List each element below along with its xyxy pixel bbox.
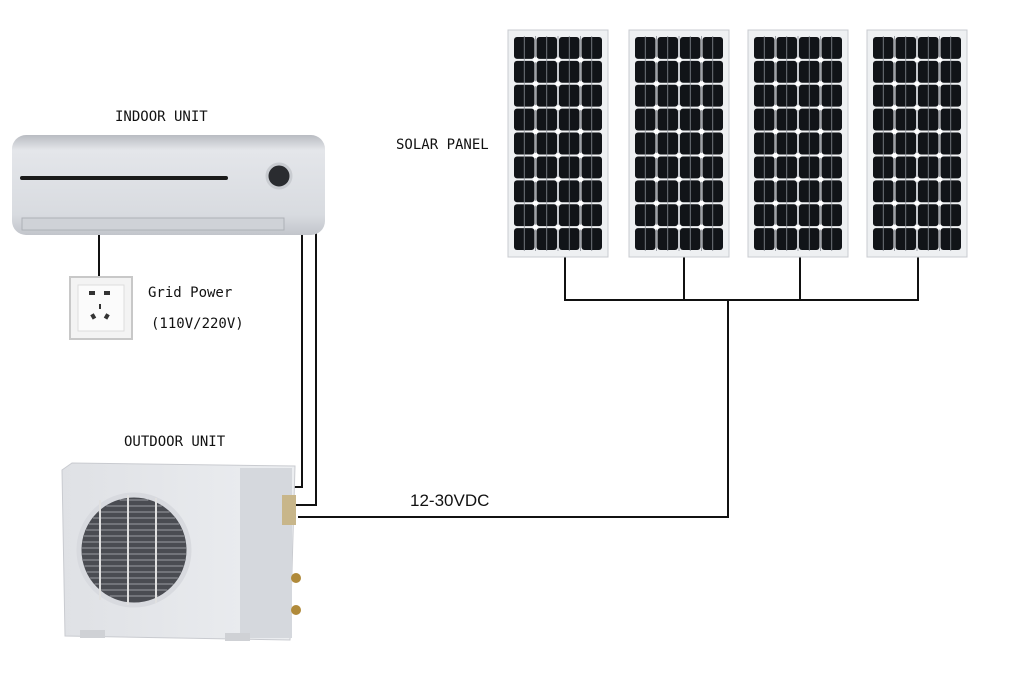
panel-bus-wire xyxy=(564,255,919,301)
solar-panel-icon xyxy=(507,29,609,258)
solar-panel-label: SOLAR PANEL xyxy=(396,137,489,153)
dc-voltage-label: 12-30VDC xyxy=(410,491,490,510)
indoor-outdoor-wire-2 xyxy=(292,232,317,506)
indoor-display-icon xyxy=(265,162,293,190)
grid-voltage-label: (110V/220V) xyxy=(151,316,244,332)
indoor-outdoor-wire-1 xyxy=(292,232,303,488)
outdoor-unit xyxy=(61,462,301,641)
grid-power-outlet-icon xyxy=(69,276,133,340)
outdoor-unit-label: OUTDOOR UNIT xyxy=(124,434,226,450)
solar-panel-icon xyxy=(866,29,968,258)
solar-panel-array xyxy=(507,29,968,258)
solar-panel-icon xyxy=(747,29,849,258)
wiring xyxy=(98,232,919,518)
indoor-unit-label: INDOOR UNIT xyxy=(115,109,208,125)
grid-power-label: Grid Power xyxy=(148,285,233,301)
solar-panel-icon xyxy=(628,29,730,258)
indoor-unit xyxy=(12,135,325,235)
dc-feed-wire xyxy=(298,300,729,518)
